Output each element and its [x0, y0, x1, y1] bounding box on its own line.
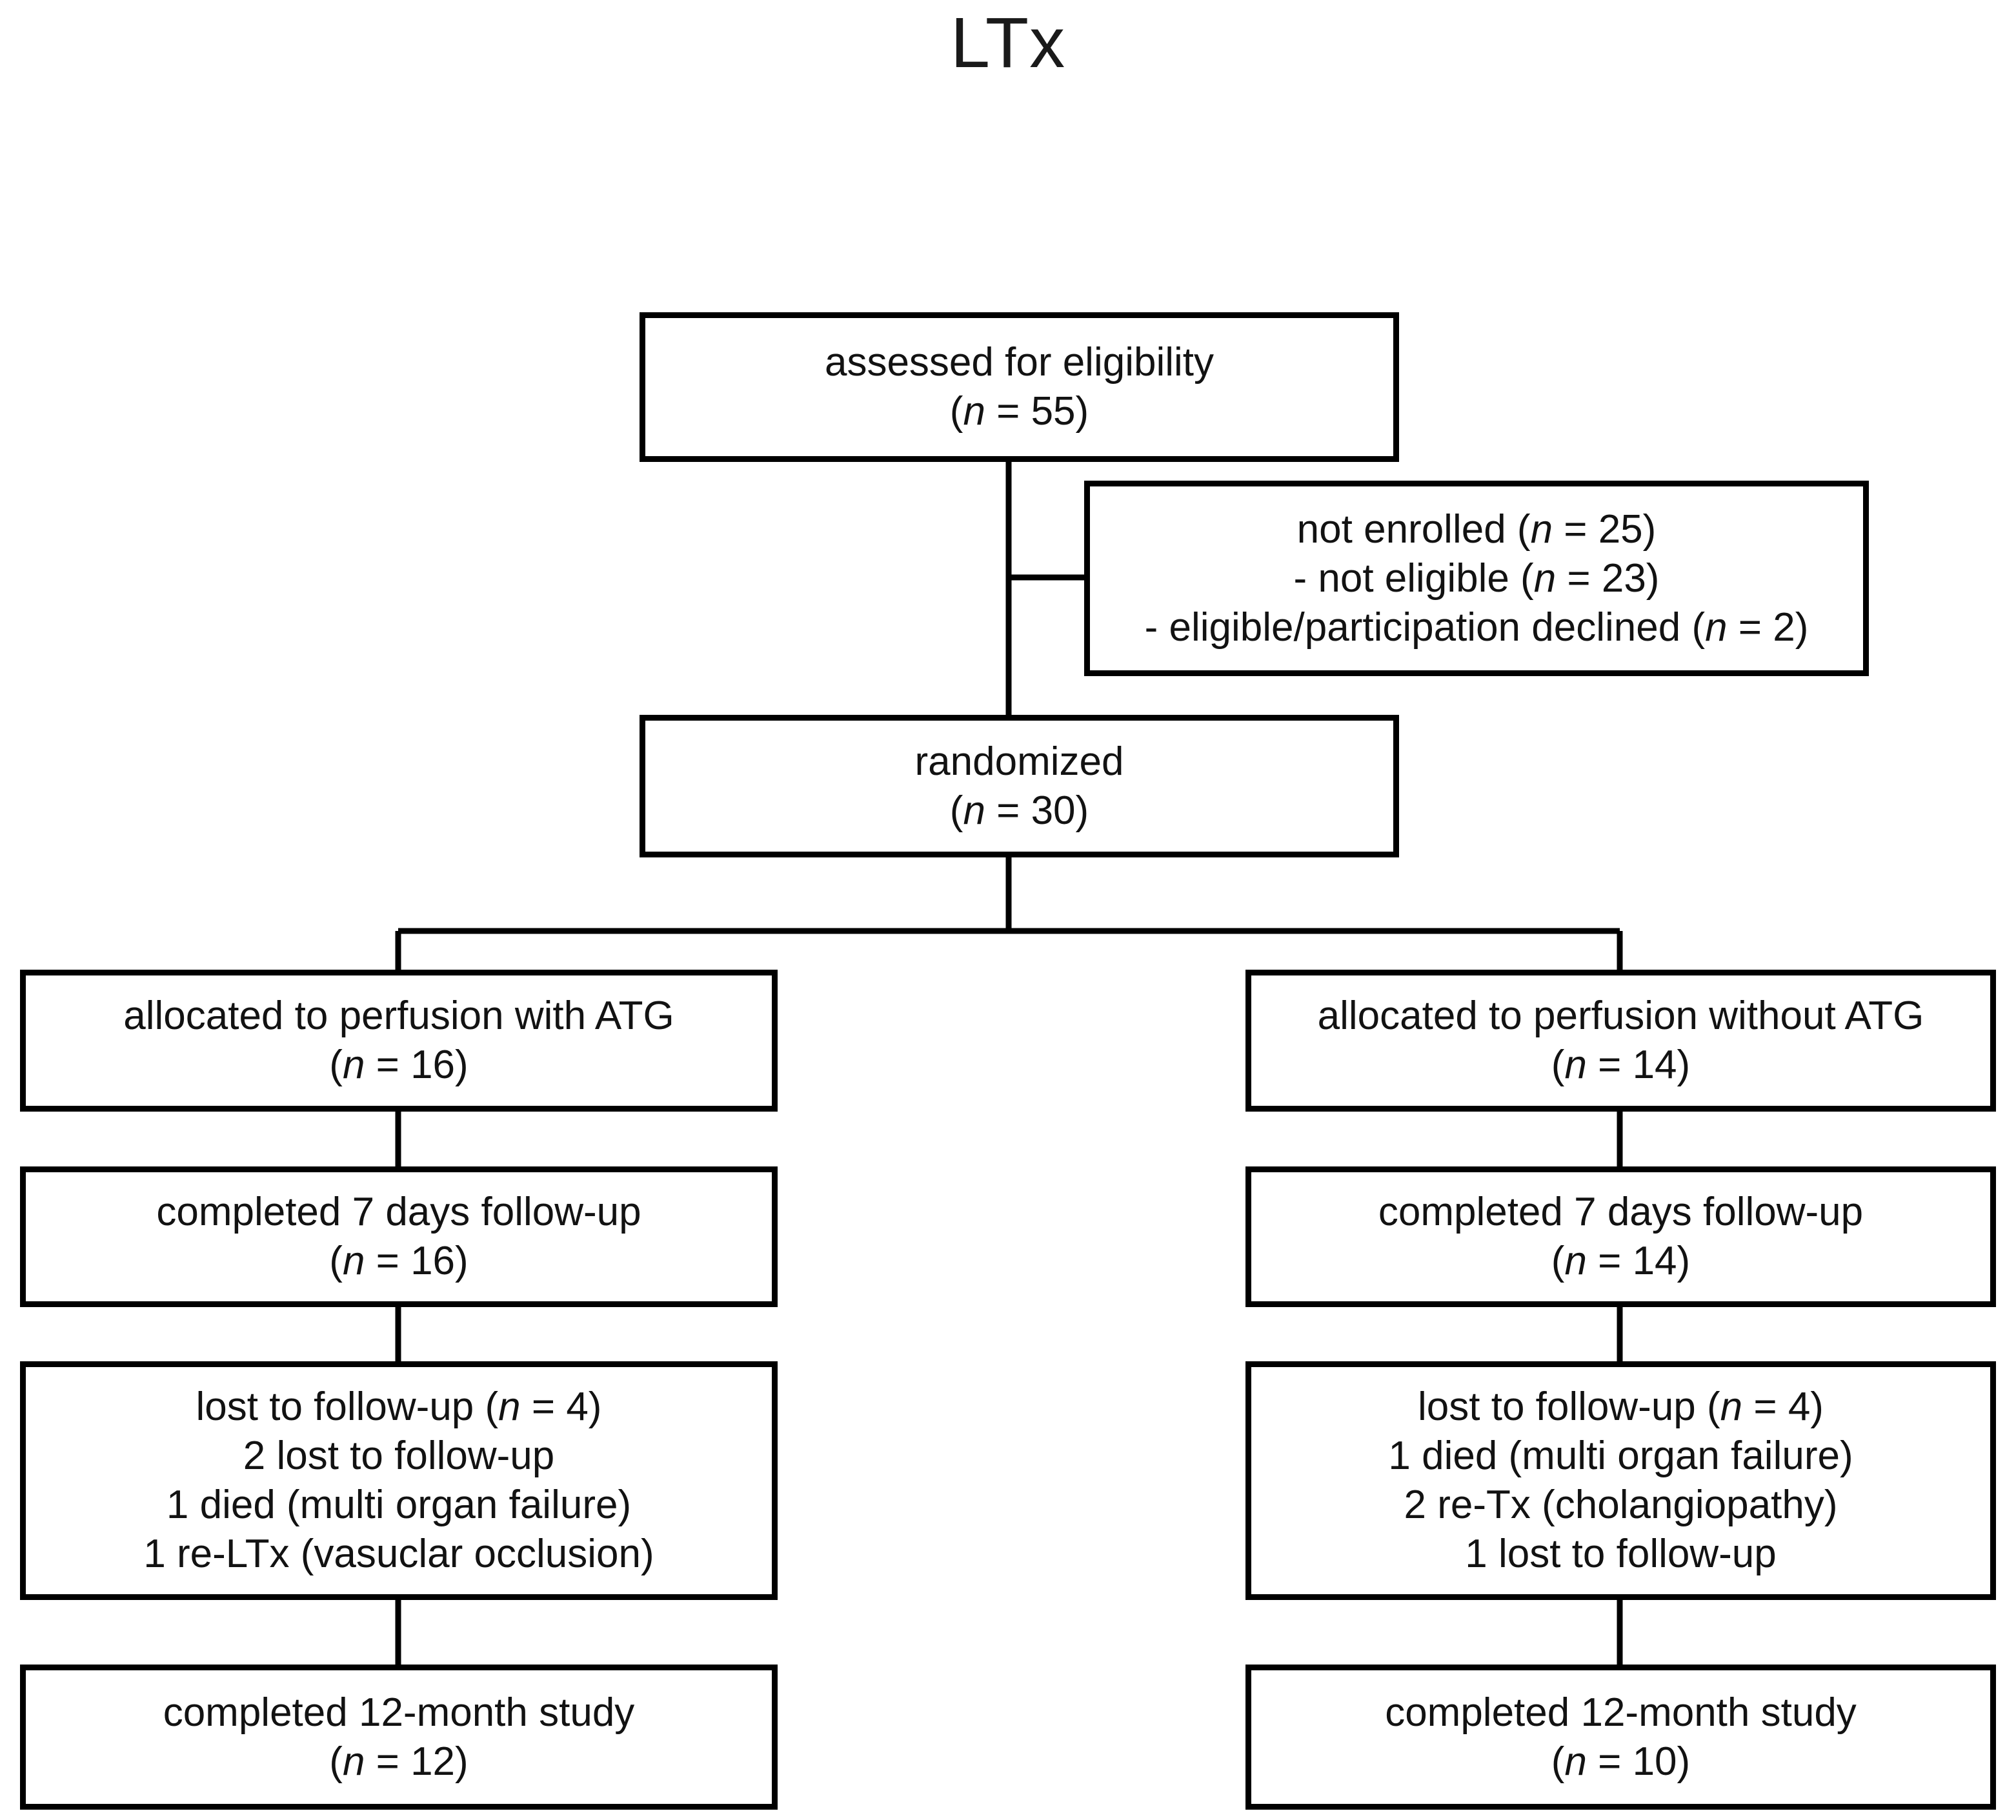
- n-symbol: n: [1720, 1385, 1743, 1429]
- n-symbol: n: [963, 389, 985, 434]
- paren-open: (: [329, 1739, 343, 1784]
- node-line: 1 died (multi organ failure): [166, 1483, 632, 1527]
- node-lost-to-follow-up-without-atg[interactable]: lost to follow-up (n = 4) 1 died (multi …: [1245, 1361, 1996, 1600]
- paren-open: (: [329, 1043, 343, 1087]
- node-line: completed 7 days follow-up: [1378, 1190, 1864, 1234]
- node-allocated-with-atg[interactable]: allocated to perfusion with ATG (n = 16): [20, 970, 778, 1112]
- node-line: lost to follow-up (n = 4): [1418, 1383, 1824, 1432]
- n-symbol: n: [1530, 506, 1553, 552]
- node-completed-7-days-with-atg[interactable]: completed 7 days follow-up (n = 16): [20, 1166, 778, 1307]
- n-symbol: n: [1564, 1239, 1587, 1283]
- label-text: lost to follow-up (: [196, 1385, 499, 1429]
- node-line: 1 died (multi organ failure): [1388, 1434, 1853, 1478]
- node-completed-12-month-with-atg[interactable]: completed 12-month study (n = 12): [20, 1665, 778, 1810]
- node-allocated-without-atg[interactable]: allocated to perfusion without ATG (n = …: [1245, 970, 1996, 1112]
- node-line: (n = 14): [1551, 1237, 1690, 1286]
- node-line: (n = 14): [1551, 1041, 1690, 1090]
- label-text: not enrolled (: [1296, 506, 1531, 552]
- label-text: - not eligible (: [1293, 555, 1534, 601]
- n-symbol: n: [498, 1385, 521, 1429]
- node-completed-7-days-without-atg[interactable]: completed 7 days follow-up (n = 14): [1245, 1166, 1996, 1307]
- node-assessed-for-eligibility[interactable]: assessed for eligibility (n = 55): [640, 312, 1399, 462]
- node-line: randomized: [914, 739, 1124, 784]
- n-symbol: n: [1533, 555, 1557, 601]
- n-value: = 14): [1586, 1239, 1691, 1283]
- node-line: completed 12-month study: [163, 1690, 635, 1735]
- n-symbol: n: [963, 788, 985, 833]
- node-line: (n = 10): [1551, 1737, 1690, 1786]
- n-symbol: n: [342, 1043, 365, 1087]
- n-symbol: n: [342, 1739, 365, 1784]
- node-line: (n = 16): [329, 1237, 468, 1286]
- node-line: 2 re-Tx (cholangiopathy): [1404, 1483, 1838, 1527]
- n-symbol: n: [1564, 1739, 1587, 1784]
- node-line: lost to follow-up (n = 4): [196, 1383, 602, 1432]
- node-line: assessed for eligibility: [824, 340, 1215, 385]
- node-line: completed 7 days follow-up: [156, 1190, 641, 1234]
- node-completed-12-month-without-atg[interactable]: completed 12-month study (n = 10): [1245, 1665, 1996, 1810]
- n-value: = 55): [985, 389, 1089, 434]
- paren-open: (: [1551, 1043, 1565, 1087]
- node-line: 1 re-LTx (vasuclar occlusion): [143, 1532, 654, 1576]
- paren-open: (: [1551, 1739, 1565, 1784]
- node-line: 2 lost to follow-up: [243, 1434, 555, 1478]
- node-line: - eligible/participation declined (n = 2…: [1145, 603, 1809, 652]
- n-value: = 14): [1586, 1043, 1691, 1087]
- node-line: allocated to perfusion with ATG: [123, 994, 674, 1038]
- n-symbol: n: [1564, 1043, 1587, 1087]
- node-line: 1 lost to follow-up: [1465, 1532, 1777, 1576]
- node-randomized[interactable]: randomized (n = 30): [640, 715, 1399, 857]
- n-value: = 4): [1742, 1385, 1824, 1429]
- n-symbol: n: [1705, 605, 1728, 650]
- paren-open: (: [329, 1239, 343, 1283]
- n-value: = 30): [985, 788, 1089, 833]
- node-line: (n = 12): [329, 1737, 468, 1786]
- node-line: not enrolled (n = 25): [1297, 505, 1657, 554]
- node-line: (n = 30): [950, 786, 1089, 835]
- page-title: LTx: [950, 3, 1066, 83]
- label-text: lost to follow-up (: [1418, 1385, 1720, 1429]
- node-line: - not eligible (n = 23): [1294, 554, 1660, 603]
- node-line: completed 12-month study: [1385, 1690, 1857, 1735]
- n-value: = 23): [1556, 555, 1660, 601]
- n-value: = 16): [365, 1043, 469, 1087]
- paren-open: (: [949, 788, 963, 833]
- n-value: = 12): [365, 1739, 469, 1784]
- node-line: (n = 55): [950, 387, 1089, 436]
- n-symbol: n: [342, 1239, 365, 1283]
- node-line: allocated to perfusion without ATG: [1317, 994, 1924, 1038]
- n-value: = 2): [1727, 605, 1809, 650]
- node-not-enrolled[interactable]: not enrolled (n = 25) - not eligible (n …: [1084, 481, 1869, 676]
- n-value: = 10): [1586, 1739, 1691, 1784]
- paren-open: (: [949, 389, 963, 434]
- node-line: (n = 16): [329, 1041, 468, 1090]
- n-value: = 4): [520, 1385, 602, 1429]
- paren-open: (: [1551, 1239, 1565, 1283]
- label-text: - eligible/participation declined (: [1144, 605, 1706, 650]
- node-lost-to-follow-up-with-atg[interactable]: lost to follow-up (n = 4) 2 lost to foll…: [20, 1361, 778, 1600]
- n-value: = 16): [365, 1239, 469, 1283]
- n-value: = 25): [1553, 506, 1657, 552]
